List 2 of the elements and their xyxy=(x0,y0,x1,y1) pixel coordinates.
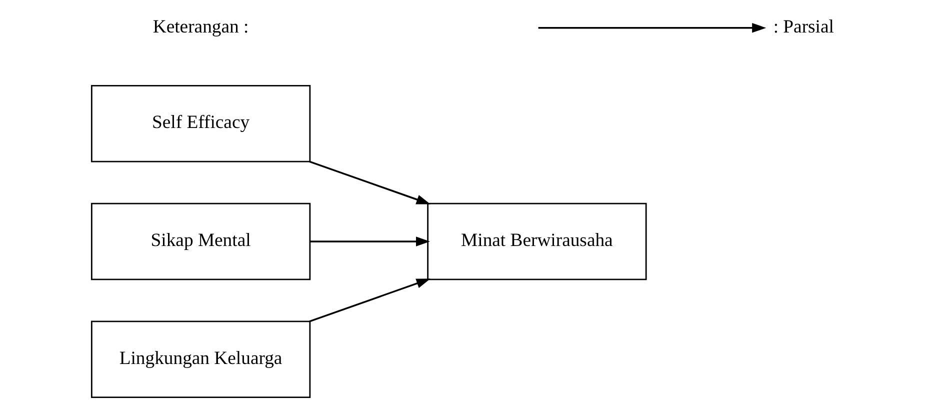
legend-label: : Parsial xyxy=(773,16,834,38)
label: Keterangan : xyxy=(152,16,249,38)
